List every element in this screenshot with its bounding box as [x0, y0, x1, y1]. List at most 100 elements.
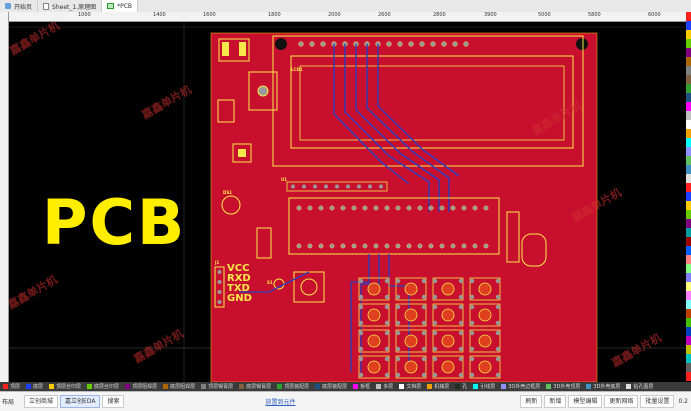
board-copper: [211, 33, 597, 382]
layer-item[interactable]: 底层阻焊层: [160, 383, 198, 390]
key-cap: [404, 334, 418, 348]
key-cap: [367, 308, 381, 322]
key-pad: [432, 346, 438, 352]
tab-label: 开始页: [14, 3, 33, 11]
layer-swatch: [546, 384, 552, 389]
silk-j1: J1: [215, 260, 220, 265]
key-pad: [458, 372, 464, 378]
layer-label: 3D外壳边框层: [508, 384, 541, 390]
key-pad: [495, 294, 501, 300]
key-pad: [384, 294, 390, 300]
eda-button[interactable]: 嘉立创EDA: [60, 395, 101, 408]
layer-item[interactable]: 底层装配层: [312, 383, 350, 390]
key-pad: [384, 330, 390, 336]
layer-item[interactable]: 孔: [452, 383, 470, 390]
key-pad: [395, 320, 401, 326]
layer-item[interactable]: 钻孔图层: [623, 383, 656, 390]
batch-set-button[interactable]: 批量设置: [640, 395, 675, 408]
ruler-tick: 1000: [78, 12, 91, 18]
silk-txd: TXD: [227, 283, 250, 294]
ruler-tick: 6000: [648, 12, 661, 18]
key-pad: [421, 330, 427, 336]
key-pad: [395, 294, 401, 300]
key-pad: [384, 346, 390, 352]
key-pad: [495, 356, 501, 362]
tab-start[interactable]: 开始页: [0, 0, 39, 12]
layer-item[interactable]: 顶层阻焊层: [122, 383, 160, 390]
layer-label: 机械层: [434, 384, 450, 390]
layer-item[interactable]: 多层: [373, 383, 396, 390]
layer-item[interactable]: 机械层: [424, 383, 452, 390]
refresh-button[interactable]: 刷新: [520, 395, 543, 408]
layer-item[interactable]: 3D外壳底层: [583, 383, 623, 390]
home-icon: [5, 3, 11, 9]
key-switch: [469, 303, 501, 327]
tab-label: *PCB: [117, 2, 133, 10]
key-pad: [358, 346, 364, 352]
layer-item[interactable]: 板框: [350, 383, 373, 390]
model-edit-button[interactable]: 模型编辑: [568, 395, 603, 408]
key-pad: [432, 330, 438, 336]
layer-item[interactable]: 文档层: [396, 383, 424, 390]
key-pad: [384, 304, 390, 310]
key-pad: [458, 346, 464, 352]
key-switch: [395, 329, 427, 353]
layer-swatch: [125, 384, 131, 389]
silk-gnd: GND: [227, 293, 252, 304]
tab-schematic[interactable]: Sheet_1.原理图: [38, 0, 103, 12]
status-mode: 布局: [2, 399, 15, 406]
ruler-tick: 2800: [433, 12, 446, 18]
layer-item[interactable]: 底层锡膏层: [236, 383, 274, 390]
key-pad: [458, 294, 464, 300]
place-component-link[interactable]: 放置到元件: [265, 399, 296, 406]
key-switch: [395, 303, 427, 327]
key-pad: [421, 278, 427, 284]
layer-color-strip[interactable]: [686, 12, 691, 382]
tab-pcb[interactable]: *PCB: [102, 0, 139, 12]
key-pad: [458, 278, 464, 284]
layer-bar: 顶层底层顶层丝印层 底层丝印层顶层阻焊层底层阻焊层顶层锡膏层底层锡膏层顶层装配层底…: [0, 382, 691, 391]
layer-item[interactable]: 底层: [23, 383, 46, 390]
key-cap: [404, 282, 418, 296]
layer-item[interactable]: 引线层: [470, 383, 498, 390]
key-pad: [458, 320, 464, 326]
pcb-canvas[interactable]: PCB VCC RXD TXD GND LCD1 U1 DS1 S1 J1 嘉鑫…: [9, 22, 686, 382]
key-pad: [495, 372, 501, 378]
update-net-button[interactable]: 更新网络: [604, 395, 639, 408]
key-cap: [478, 282, 492, 296]
layer-label: 板框: [360, 384, 371, 390]
layer-item[interactable]: 顶层锡膏层: [198, 383, 236, 390]
layer-swatch: [163, 384, 169, 389]
key-pad: [384, 278, 390, 284]
key-cap: [367, 360, 381, 374]
ruler-tick: 1800: [268, 12, 281, 18]
add-button[interactable]: 新增: [544, 395, 567, 408]
ruler-tick: 1400: [153, 12, 166, 18]
status-bar: 布局 立创商城 嘉立创EDA 搜索 放置到元件 刷新 新增 模型编辑 更新网络 …: [0, 391, 691, 411]
key-pad: [395, 304, 401, 310]
layer-swatch: [277, 384, 283, 389]
layer-item[interactable]: 顶层丝印层: [46, 383, 84, 390]
layer-item[interactable]: 顶层装配层: [274, 383, 312, 390]
key-cap: [367, 282, 381, 296]
layer-swatch: [399, 384, 405, 389]
key-pad: [495, 330, 501, 336]
layer-label: 引线层: [480, 384, 496, 390]
search-button[interactable]: 搜索: [102, 395, 125, 408]
key-pad: [421, 320, 427, 326]
key-pad: [421, 372, 427, 378]
key-pad: [358, 278, 364, 284]
key-switch: [432, 355, 464, 379]
shop-button[interactable]: 立创商城: [24, 395, 59, 408]
layer-item[interactable]: 3D外壳边框层: [498, 383, 543, 390]
layer-item[interactable]: 顶层: [0, 383, 23, 390]
layer-item[interactable]: 3D外壳顶层: [543, 383, 583, 390]
layer-label: 底层丝印层: [94, 384, 120, 390]
key-pad: [432, 356, 438, 362]
layer-swatch: [376, 384, 382, 389]
key-pad: [421, 356, 427, 362]
layer-item[interactable]: 底层丝印层: [84, 383, 122, 390]
key-pad: [384, 356, 390, 362]
key-pad: [384, 372, 390, 378]
key-pad: [495, 346, 501, 352]
